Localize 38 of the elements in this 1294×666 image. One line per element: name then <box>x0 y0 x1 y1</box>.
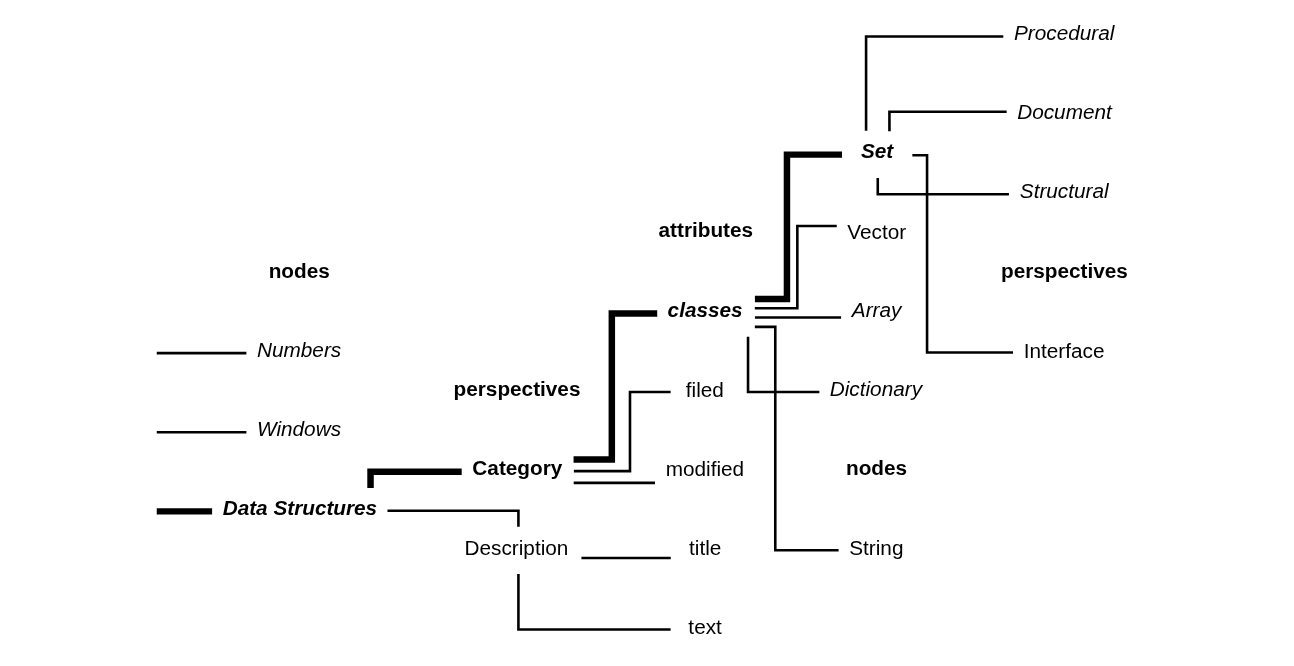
label: perspectives <box>453 376 580 400</box>
label: nodes <box>268 258 330 282</box>
node-text: Procedural <box>1013 21 1114 45</box>
connector <box>746 336 819 394</box>
connector <box>573 481 655 485</box>
node-text: Numbers <box>256 337 341 361</box>
label: perspectives <box>1000 258 1128 282</box>
node-text: Vector <box>846 219 906 243</box>
connector <box>754 316 841 319</box>
connector <box>156 430 246 434</box>
node-text: Description <box>464 536 568 560</box>
node-text: Category <box>471 455 562 479</box>
node-text: classes <box>667 297 743 321</box>
node-text: Dictionary <box>829 376 922 400</box>
node-text: Set <box>860 139 893 163</box>
node-text: Document <box>1016 100 1112 124</box>
node-text: text <box>687 615 722 639</box>
node-text: modified <box>665 457 744 481</box>
connector <box>887 110 1007 132</box>
node-text: Array <box>851 297 901 321</box>
label: nodes <box>845 455 907 479</box>
connector <box>516 574 671 631</box>
node-text: Windows <box>256 416 341 440</box>
connector <box>864 35 1003 131</box>
node-text: Structural <box>1019 179 1109 203</box>
connector <box>754 224 837 310</box>
connector <box>156 351 246 355</box>
node-text: title <box>688 536 721 560</box>
connector <box>573 390 671 473</box>
connector <box>754 325 839 552</box>
label: attributes <box>658 218 753 242</box>
node-text: Interface <box>1023 339 1104 363</box>
node-text: String <box>848 536 903 560</box>
node-text: Data Structures <box>222 496 377 520</box>
connector <box>754 151 842 303</box>
connector <box>580 556 671 560</box>
connector <box>156 508 212 515</box>
node-text: filed <box>685 377 724 401</box>
